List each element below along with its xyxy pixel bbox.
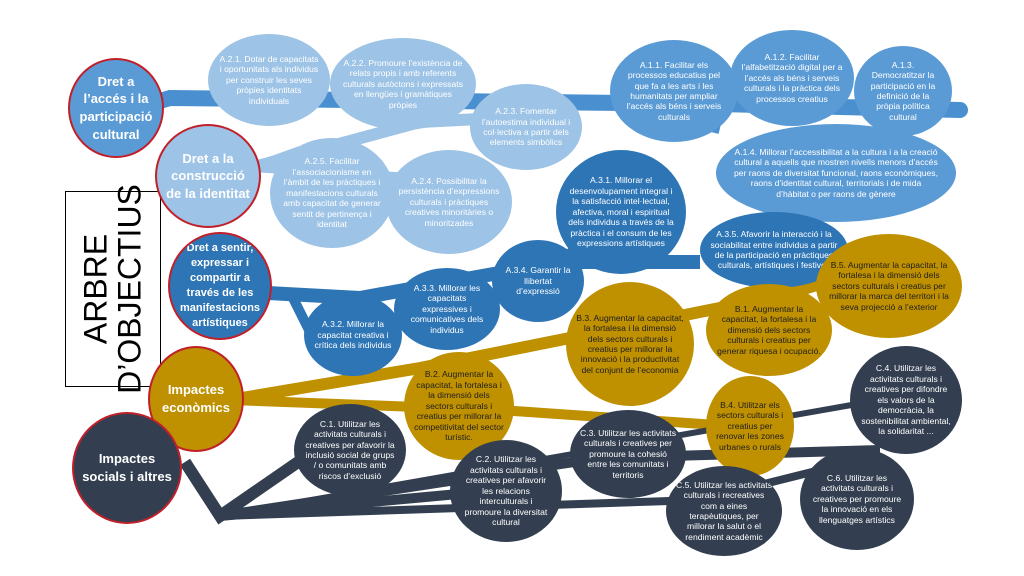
root-economics: Impactes econòmics	[148, 346, 244, 452]
node-a11: A.1.1. Facilitar els processos educatius…	[610, 40, 738, 142]
node-b5: B.5. Augmentar la capacitat, la fortales…	[816, 234, 962, 338]
node-a22-text: A.2.2. Promoure l’existència de relats p…	[343, 57, 463, 110]
node-b5-text: B.5. Augmentar la capacitat, la fortales…	[829, 259, 949, 312]
node-c4: C.4. Utilitzar les activitats culturals …	[850, 346, 962, 454]
node-b2: B.2. Augmentar la capacitat, la fortales…	[404, 352, 514, 460]
node-a12: A.1.2. Facilitar l’alfabetització digita…	[730, 30, 854, 126]
diagram-title: ARBRE D’OBJECTIUS	[77, 184, 147, 394]
node-c1: C.1. Utilitzar les activitats culturals …	[294, 404, 406, 496]
node-a32: A.3.2. Millorar la capacitat creativa i …	[304, 294, 402, 376]
node-a35: A.3.5. Afavorir la interacció i la socia…	[700, 212, 848, 288]
node-a21: A.2.1. Dotar de capacitats i oportunitat…	[208, 34, 330, 126]
node-b3: B.3. Augmentar la capacitat, la fortales…	[566, 282, 694, 406]
node-a23-text: A.2.3. Fomentar l’autoestima individual …	[481, 106, 571, 148]
node-a13-text: A.1.3. Democratitzar la participació en …	[870, 59, 936, 122]
node-a35-text: A.3.5. Afavorir la interacció i la socia…	[710, 229, 838, 271]
root-socials-label: Impactes socials i altres	[82, 451, 172, 484]
root-sentir: Dret a sentir, expressar i compartir a t…	[168, 232, 272, 340]
node-b1-text: B.1. Augmentar la capacitat, la fortales…	[717, 303, 821, 356]
node-c3-text: C.3. Utilitzar les activitats culturals …	[580, 427, 676, 480]
root-identitat: Dret a la construcció de la identitat	[155, 124, 261, 228]
node-c3: C.3. Utilitzar les activitats culturals …	[570, 410, 686, 498]
node-a24: A.2.4. Possibilitar la persistència d’ex…	[386, 150, 512, 254]
node-c2: C.2. Utilitzar les activitats culturals …	[450, 440, 562, 542]
node-a23: A.2.3. Fomentar l’autoestima individual …	[470, 84, 582, 170]
root-economics-label: Impactes econòmics	[162, 382, 230, 415]
root-acces-label: Dret a l’accés i la participació cultura…	[79, 73, 153, 142]
node-b1: B.1. Augmentar la capacitat, la fortales…	[706, 284, 832, 376]
node-a14-text: A.1.4. Millorar l’accessibilitat a la cu…	[734, 146, 938, 199]
node-b3-text: B.3. Augmentar la capacitat, la fortales…	[576, 312, 684, 375]
node-b4-text: B.4. Utilitzar els sectors culturals i c…	[716, 399, 784, 452]
node-c6: C.6. Utilitzar les activitats culturals …	[800, 448, 914, 550]
node-c5: C.5. Utilitzar les activitats culturals …	[666, 466, 782, 556]
root-acces: Dret a l’accés i la participació cultura…	[68, 58, 164, 158]
node-b2-text: B.2. Augmentar la capacitat, la fortales…	[414, 369, 504, 443]
node-a34-text: A.3.4. Garantir la llibertat d’expressió	[505, 265, 571, 297]
node-a33-text: A.3.3. Millorar les capacitats expressiv…	[410, 282, 484, 335]
node-a21-text: A.2.1. Dotar de capacitats i oportunitat…	[219, 53, 319, 106]
node-c5-text: C.5. Utilitzar les activitats culturals …	[676, 479, 772, 542]
root-sentir-label: Dret a sentir, expressar i compartir a t…	[179, 242, 261, 329]
node-a34: A.3.4. Garantir la llibertat d’expressió	[492, 240, 584, 322]
node-a31: A.3.1. Millorar el desenvolupament integ…	[556, 150, 686, 274]
node-c6-text: C.6. Utilitzar les activitats culturals …	[812, 472, 902, 525]
root-socials: Impactes socials i altres	[72, 412, 182, 524]
node-c2-text: C.2. Utilitzar les activitats culturals …	[464, 454, 548, 528]
node-c1-text: C.1. Utilitzar les activitats culturals …	[305, 418, 395, 481]
node-a11-text: A.1.1. Facilitar els processos educatius…	[626, 59, 722, 122]
node-c4-text: C.4. Utilitzar les activitats culturals …	[861, 363, 951, 437]
node-a13: A.1.3. Democratitzar la participació en …	[854, 46, 952, 136]
node-a25-text: A.2.5. Facilitar l’associacionisme en l’…	[283, 156, 381, 230]
node-a14: A.1.4. Millorar l’accessibilitat a la cu…	[716, 124, 956, 222]
node-a25: A.2.5. Facilitar l’associacionisme en l’…	[270, 138, 394, 248]
node-a22: A.2.2. Promoure l’existència de relats p…	[330, 38, 476, 130]
node-a12-text: A.1.2. Facilitar l’alfabetització digita…	[741, 51, 843, 104]
root-identitat-label: Dret a la construcció de la identitat	[166, 150, 250, 201]
diagram-title-box: ARBRE D’OBJECTIUS	[65, 184, 161, 394]
node-b4: B.4. Utilitzar els sectors culturals i c…	[706, 376, 794, 476]
node-a24-text: A.2.4. Possibilitar la persistència d’ex…	[398, 175, 500, 228]
node-a31-text: A.3.1. Millorar el desenvolupament integ…	[568, 175, 674, 249]
node-a32-text: A.3.2. Millorar la capacitat creativa i …	[314, 319, 392, 351]
node-a33: A.3.3. Millorar les capacitats expressiv…	[394, 268, 500, 350]
